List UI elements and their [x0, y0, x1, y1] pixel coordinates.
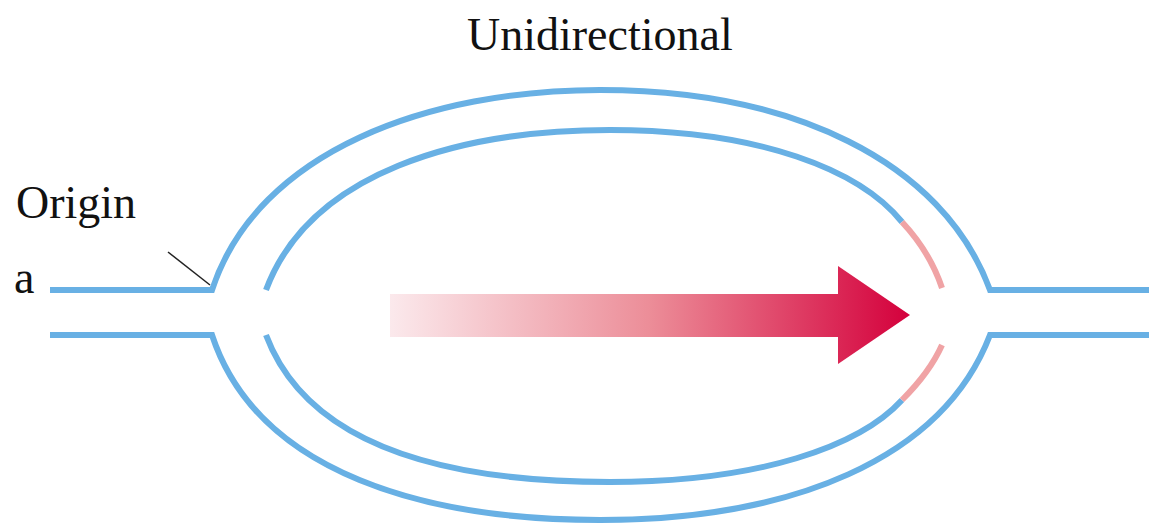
origin-label: Origin — [16, 180, 136, 226]
growing-strand-end — [902, 222, 942, 288]
growing-strand-end — [902, 345, 942, 400]
direction-arrow-head — [838, 266, 910, 364]
new-strand — [266, 130, 902, 290]
leader-line — [168, 252, 210, 285]
parent-strand — [50, 90, 1149, 290]
direction-arrow-shaft — [390, 294, 842, 337]
diagram-title: Unidirectional — [467, 12, 733, 58]
new-strand — [266, 335, 902, 482]
parent-strand — [50, 335, 1149, 520]
strand-letter: a — [14, 255, 34, 301]
